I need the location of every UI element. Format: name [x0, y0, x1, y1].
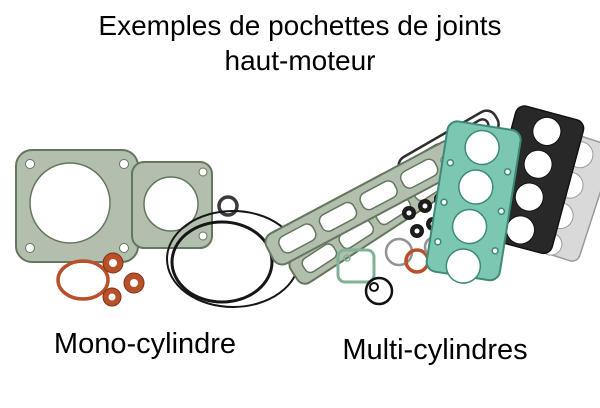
- bolt-hole: [25, 243, 35, 253]
- bore-hole: [532, 116, 562, 146]
- rocker-cover-gasket-1: [264, 139, 466, 266]
- o-ring-hole: [108, 293, 116, 301]
- seal-ring-with-hole: [364, 276, 394, 306]
- gasket-cutout: [301, 243, 338, 274]
- bore-hole: [451, 208, 488, 245]
- small-seal-ring: [217, 195, 239, 217]
- multi-cylinder-gasket-set: [264, 105, 600, 306]
- o-ring-hole: [130, 279, 138, 287]
- o-ring-hole: [109, 259, 117, 267]
- mono-cylinder-gasket-set: [15, 149, 300, 308]
- bolt-hole: [440, 198, 448, 206]
- bolt-hole: [198, 231, 208, 241]
- teal-head-gasket: [425, 120, 522, 284]
- gasket-cutout: [399, 158, 439, 189]
- bolt-hole: [119, 243, 129, 253]
- bore-hole: [514, 182, 544, 212]
- orange-o-ring: [56, 259, 110, 301]
- bolt-hole: [198, 167, 208, 177]
- title-line-1: Exemples de pochettes de joints: [98, 10, 502, 41]
- bolt-hole: [25, 159, 35, 169]
- bolt-hole: [491, 247, 499, 255]
- caption-multi-cylindres: Multi-cylindres: [342, 334, 528, 366]
- page-title: Exemples de pochettes de joints haut-mot…: [0, 8, 600, 78]
- cylinder-bore-hole: [143, 176, 199, 232]
- bore-hole: [523, 149, 553, 179]
- bore-hole: [458, 169, 494, 205]
- gasket-cutout: [359, 180, 398, 211]
- caption-mono-cylindre: Mono-cylindre: [53, 328, 237, 360]
- title-line-2: haut-moteur: [224, 45, 376, 76]
- large-o-ring: [170, 220, 274, 304]
- small-base-gasket: [336, 248, 376, 284]
- bore-hole: [445, 248, 482, 284]
- bolt-hole: [497, 207, 506, 216]
- bolt-hole: [446, 158, 455, 167]
- gasket-cutout: [318, 201, 358, 233]
- cylinder-bore-hole: [29, 162, 111, 244]
- bolt-hole: [503, 168, 512, 176]
- bolt-hole: [343, 254, 351, 262]
- small-o-rings: [102, 252, 145, 307]
- bolt-hole: [119, 159, 129, 169]
- bolt-hole: [434, 237, 442, 246]
- gasket-cutout: [278, 223, 317, 254]
- cylinder-head-gasket: [15, 149, 213, 263]
- bore-hole: [464, 129, 500, 166]
